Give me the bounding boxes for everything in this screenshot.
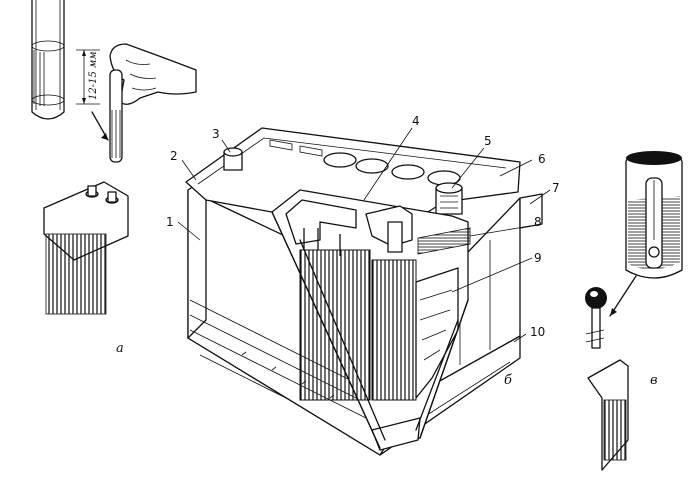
callout-8: 8 — [534, 215, 542, 229]
hand-drawing — [109, 43, 197, 105]
label-v: в — [650, 373, 658, 388]
label-b: б — [504, 373, 512, 388]
filler-cap — [435, 182, 463, 215]
callout-3: 3 — [212, 127, 220, 141]
terminal-post — [223, 147, 243, 171]
callout-leaders — [177, 127, 551, 343]
callout-9: 9 — [534, 251, 542, 265]
level-dimension-label: 12-15 мм — [88, 51, 99, 100]
callout-4: 4 — [412, 114, 420, 128]
callout-7: 7 — [552, 181, 560, 195]
callout-6: 6 — [538, 152, 546, 166]
callout-5: 5 — [484, 134, 492, 148]
callout-2: 2 — [170, 149, 178, 163]
label-a: а — [116, 341, 124, 356]
subfigure-labels: а б в — [116, 341, 658, 388]
subfigure-a: 12-15 мм — [31, 0, 197, 315]
battery-cutaway — [271, 189, 471, 451]
callout-numbers: 1 2 3 4 5 6 7 8 9 10 — [166, 114, 560, 339]
callout-1: 1 — [166, 215, 174, 229]
subfigure-v — [585, 151, 683, 471]
callout-10: 10 — [530, 325, 545, 339]
